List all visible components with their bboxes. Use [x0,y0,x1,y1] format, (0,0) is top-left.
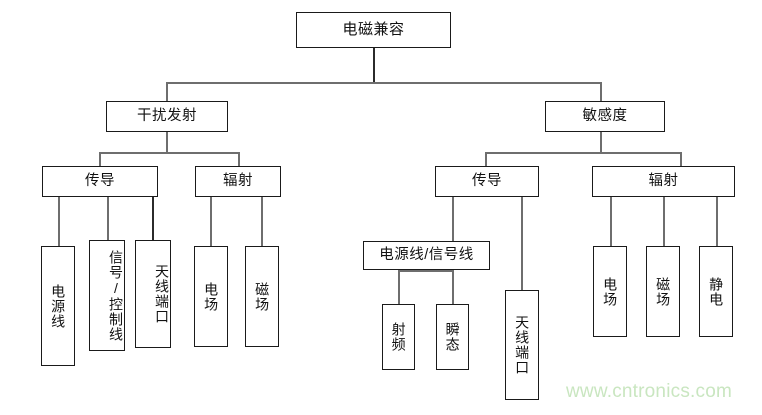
connector-ec-signalline [107,196,109,240]
connector-sc-group-to-transient [452,270,454,304]
connector-er-efield [210,196,212,246]
watermark-cntronics: www.cntronics.com [566,381,732,402]
node-susceptibility[interactable]: 敏感度 [545,101,665,132]
node-emission-radiated[interactable]: 辐射 [195,166,281,197]
connector-emission-to-radiated [238,152,240,166]
connector-susceptibility-stem [600,131,602,152]
connector-root-bracket [166,82,600,84]
connector-sr-esd [716,196,718,246]
leaf-ec-antenna-port[interactable]: 天线端口 [135,240,171,348]
connector-ec-antennaport [152,196,154,240]
connector-sc-group-bracket [398,270,453,272]
connector-to-susceptibility [600,82,602,102]
leaf-sr-electric-field[interactable]: 电场 [593,246,627,337]
leaf-ec-signal-control-line[interactable]: 信号/控制线 [89,240,125,351]
connector-ec-powerline [58,196,60,246]
connector-sr-efield [610,196,612,246]
connector-sc-to-antennaport [521,196,523,290]
leaf-ec-power-line[interactable]: 电源线 [41,246,75,366]
connector-susceptibility-to-radiated [680,152,682,166]
leaf-er-electric-field[interactable]: 电场 [194,246,228,347]
node-sc-power-signal-line[interactable]: 电源线/信号线 [363,241,490,270]
leaf-sc-rf[interactable]: 射频 [382,304,415,370]
node-interference-emission[interactable]: 干扰发射 [106,101,228,132]
node-root-emc[interactable]: 电磁兼容 [296,12,451,48]
connector-sc-group-to-rf [398,270,400,304]
leaf-sr-magnetic-field[interactable]: 磁场 [646,246,680,337]
node-emission-conducted[interactable]: 传导 [42,166,158,197]
connector-root-stem [373,48,375,82]
connector-to-emission [166,82,168,102]
node-susceptibility-conducted[interactable]: 传导 [435,166,539,197]
node-susceptibility-radiated[interactable]: 辐射 [592,166,735,197]
connector-emission-stem [166,131,168,152]
connector-sc-to-group [452,196,454,241]
connector-er-hfield [261,196,263,246]
leaf-sc-transient[interactable]: 瞬态 [436,304,469,370]
connector-susceptibility-bracket [485,152,680,154]
connector-susceptibility-to-conducted [485,152,487,166]
connector-sr-hfield [663,196,665,246]
leaf-sc-antenna-port[interactable]: 天线端口 [505,290,539,400]
connector-emission-to-conducted [99,152,101,166]
leaf-er-magnetic-field[interactable]: 磁场 [245,246,279,347]
leaf-sr-electrostatic[interactable]: 静电 [699,246,733,337]
connector-emission-bracket [99,152,239,154]
